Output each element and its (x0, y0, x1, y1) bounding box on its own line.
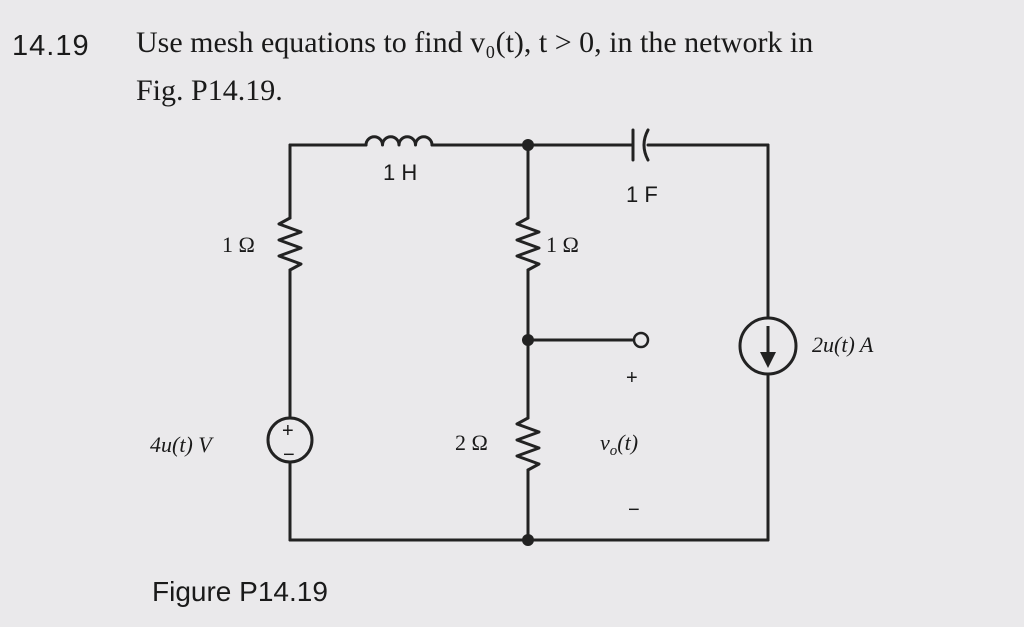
capacitor-label: 1 F (626, 182, 658, 207)
problem-number: 14.19 (12, 30, 90, 62)
mid-top-resistor-label: 1 Ω (546, 232, 579, 257)
problem-statement-line2: Fig. P14.19. (136, 74, 283, 107)
resistor-left (277, 216, 303, 272)
inductor-label: 1 H (383, 160, 417, 185)
junction-bottom (522, 534, 534, 546)
output-plus: + (626, 367, 638, 389)
resistor-mid-bottom (515, 416, 541, 472)
figure-caption: Figure P14.19 (152, 576, 328, 607)
current-arrow-head (760, 352, 776, 368)
inductor (364, 135, 434, 147)
capacitor-plate-right (642, 128, 650, 162)
problem-statement-line1: Use mesh equations to find v₀(t), t > 0,… (136, 26, 814, 59)
output-minus: − (628, 499, 640, 521)
left-resistor-label: 1 Ω (222, 232, 255, 257)
junction-middle (522, 334, 534, 346)
voltage-source-plus: + (282, 420, 294, 442)
resistor-mid-top (515, 216, 541, 272)
output-terminal (632, 331, 650, 349)
junction-top (522, 139, 534, 151)
mid-bottom-resistor-label: 2 Ω (455, 430, 488, 455)
voltage-source-minus: − (283, 444, 295, 466)
output-voltage-label: vo(t) (600, 430, 638, 459)
voltage-source-label: 4u(t) V (150, 432, 214, 457)
current-source-label: 2u(t) A (812, 332, 874, 357)
